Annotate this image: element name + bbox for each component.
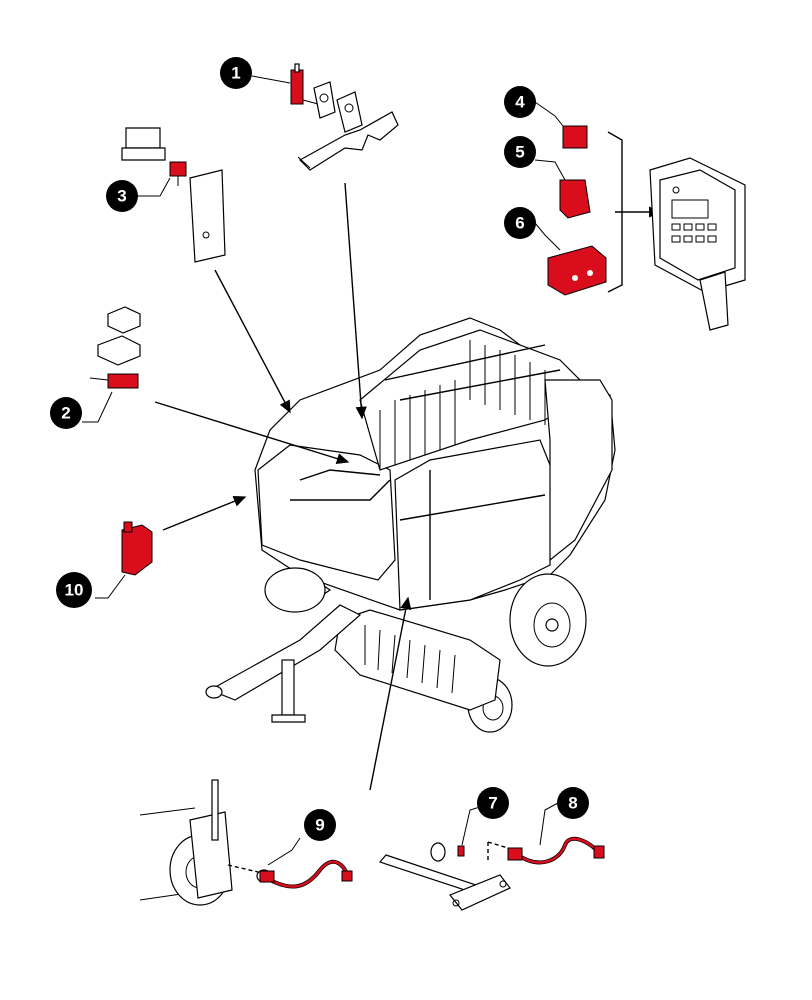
roller-cage [359,329,591,471]
callout-9-label: 9 [315,816,324,835]
bracket-parts-4-6 [607,131,623,293]
arrow-part-10 [162,495,247,531]
callout-4-label: 4 [515,93,525,112]
arrow-part-2 [154,401,350,465]
callout-3: 3 [106,180,138,212]
callout-1: 1 [220,57,252,89]
arrow-part-1 [344,182,367,420]
part-10-module [121,521,153,576]
callout-1-label: 1 [231,64,240,83]
part-5-fuse-holder [559,179,591,219]
callout-2: 2 [50,397,82,429]
jack-stand [271,659,306,723]
callout-6-label: 6 [515,214,524,233]
callout-3-label: 3 [117,187,126,206]
pointer-arrows [154,131,662,791]
callout-6: 6 [504,207,536,239]
callout-7-label: 7 [488,794,497,813]
control-monitor [649,157,746,331]
callout-4: 4 [504,86,536,118]
part-3-sensor-assembly [121,127,226,263]
arrow-part-7-8 [369,596,412,791]
pickup-unit [334,609,501,711]
callout-8-label: 8 [568,794,577,813]
roller-sensor-assembly-9 [139,779,353,906]
callout-10-label: 10 [65,581,84,600]
part-2-sensor-assembly [89,306,141,389]
part-4-relay [562,125,588,149]
main-wheel [509,573,587,667]
callout-5-label: 5 [515,143,524,162]
round-baler-machine [205,317,616,733]
shaft-sensor-assembly-7-8 [378,836,605,911]
callout-8: 8 [557,787,589,819]
callout-5: 5 [504,136,536,168]
callout-10: 10 [56,572,92,608]
arrow-part-3 [214,269,291,414]
part-6-fuse-box [547,245,607,296]
callout-7: 7 [477,787,509,819]
callout-2-label: 2 [61,404,70,423]
callout-9: 9 [304,809,336,841]
part-1-sensor-assembly [290,63,399,171]
